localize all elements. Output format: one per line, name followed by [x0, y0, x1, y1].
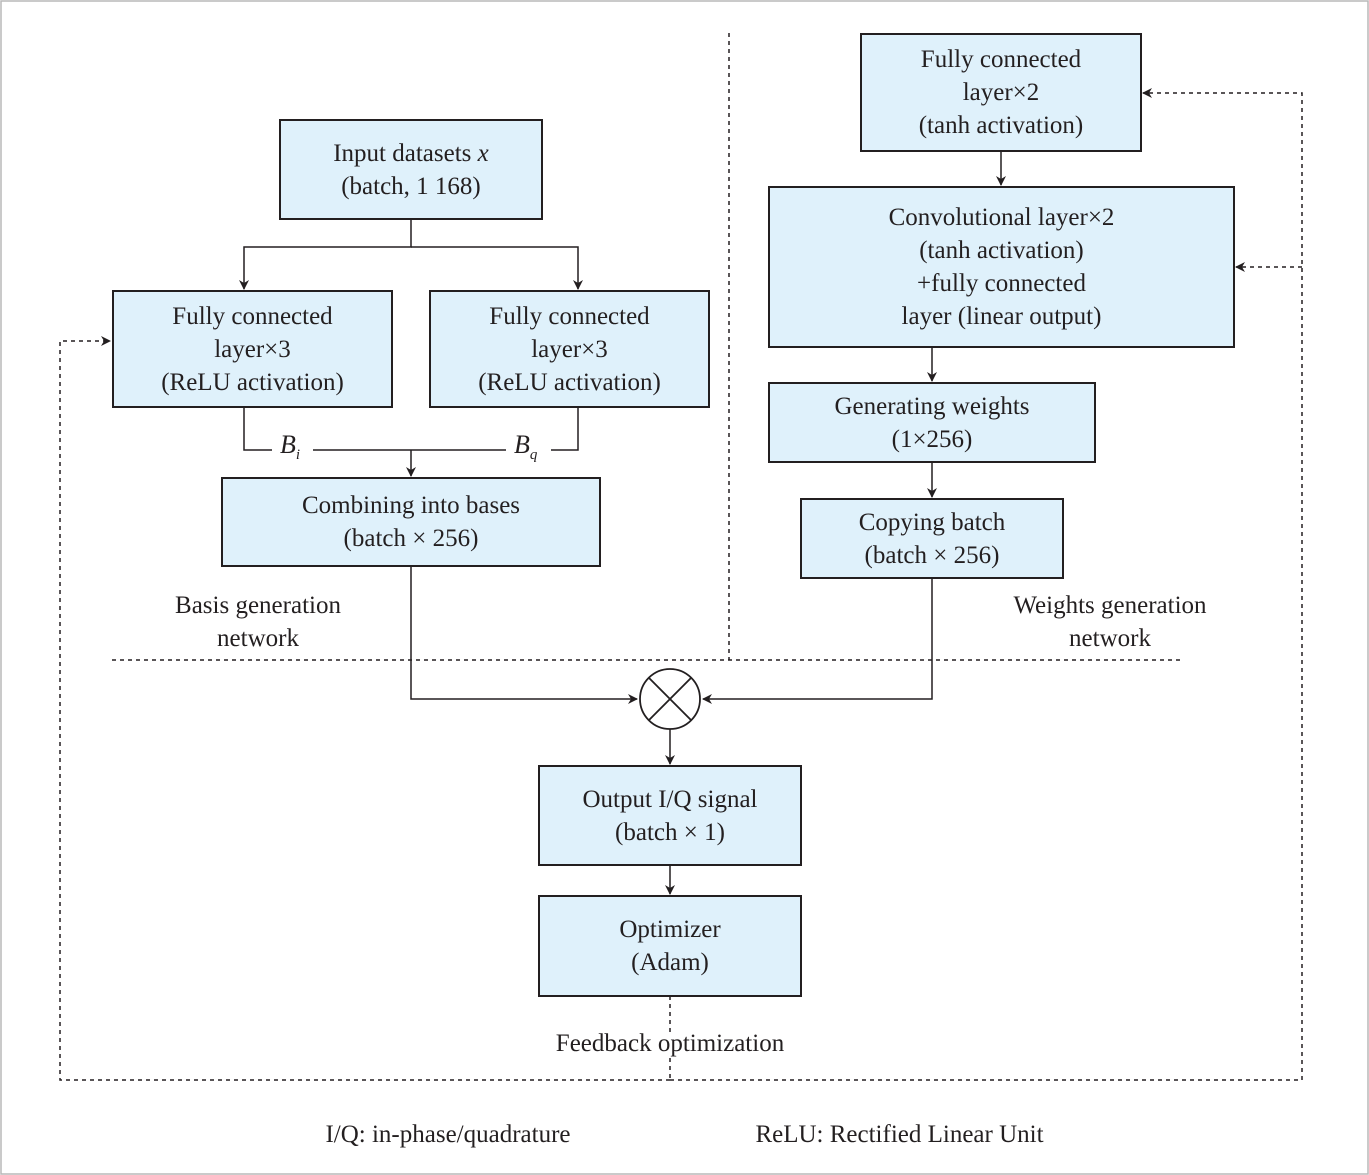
input-datasets-label: Input datasets	[333, 139, 478, 167]
fc-left-to-combine-connector	[243, 407, 411, 451]
feedback-optimization-label: Feedback optimization	[555, 1030, 785, 1057]
multiplier-symbol	[639, 668, 701, 730]
combine-bases-box: Combining into bases (batch × 256)	[221, 477, 601, 567]
fc-right-line1: Fully connected	[489, 302, 650, 330]
output-line1: Output I/Q signal	[582, 785, 758, 813]
fc-right-line3: (ReLU activation)	[478, 368, 661, 396]
footnote-iq: I/Q: in-phase/quadrature	[325, 1121, 571, 1148]
optimizer-box: Optimizer (Adam)	[538, 895, 802, 997]
feedback-loop-main	[59, 341, 671, 1081]
output-line2: (batch × 1)	[615, 818, 725, 846]
fc-right-line2: layer×3	[531, 335, 608, 363]
feedback-loop-to-fc-top	[670, 88, 1303, 1081]
input-to-fc-right-connector	[411, 246, 583, 290]
fc-top-line2: layer×2	[962, 79, 1040, 106]
generating-weights-box: Generating weights (1×256)	[768, 382, 1096, 463]
fc-left-line2: layer×3	[214, 335, 291, 363]
bi-symbol: Bi	[280, 430, 301, 463]
copying-batch-box: Copying batch (batch × 256)	[800, 498, 1064, 579]
copy-batch-to-multiplier-connector	[702, 579, 933, 704]
input-variable: x	[477, 139, 489, 167]
combine-line2: (batch × 256)	[343, 525, 479, 552]
optimizer-line1: Optimizer	[619, 916, 721, 943]
fc-right-to-combine-connector	[411, 407, 579, 451]
copy-batch-line1: Copying batch	[858, 508, 1006, 536]
conv-line4: layer (linear output)	[901, 303, 1102, 330]
fc-top-line1: Fully connected	[920, 46, 1082, 73]
footnote-relu: ReLU: Rectified Linear Unit	[755, 1121, 1044, 1148]
conv-line1: Convolutional layer×2	[888, 204, 1115, 231]
gen-weights-line2: (1×256)	[891, 425, 973, 453]
optimizer-line2: (Adam)	[631, 949, 709, 976]
fc-left-line1: Fully connected	[172, 302, 333, 330]
gen-weights-line1: Generating weights	[834, 392, 1030, 420]
conv-box: Convolutional layer×2 (tanh activation) …	[768, 186, 1235, 348]
input-datasets-box: Input datasets x (batch, 1 168)	[279, 119, 543, 220]
input-datasets-shape: (batch, 1 168)	[341, 172, 481, 200]
output-signal-box: Output I/Q signal (batch × 1)	[538, 765, 802, 866]
combine-to-multiplier-connector	[410, 566, 638, 704]
fc-top-box: Fully connected layer×2 (tanh activation…	[860, 33, 1142, 152]
fc-top-line3: (tanh activation)	[918, 112, 1084, 139]
fc-left-line3: (ReLU activation)	[161, 368, 344, 396]
basis-network-label: Basis generation network	[175, 592, 341, 652]
fc-right-box: Fully connected layer×3 (ReLU activation…	[429, 290, 710, 408]
copy-batch-line2: (batch × 256)	[864, 541, 1000, 569]
conv-line2: (tanh activation)	[919, 237, 1084, 264]
weights-network-label: Weights generation network	[1013, 592, 1207, 652]
input-to-fc-left-connector	[239, 219, 412, 290]
bq-symbol: Bq	[514, 430, 538, 463]
conv-line3: +fully connected	[917, 270, 1086, 297]
fc-left-box: Fully connected layer×3 (ReLU activation…	[112, 290, 393, 408]
combine-line1: Combining into bases	[301, 492, 521, 519]
